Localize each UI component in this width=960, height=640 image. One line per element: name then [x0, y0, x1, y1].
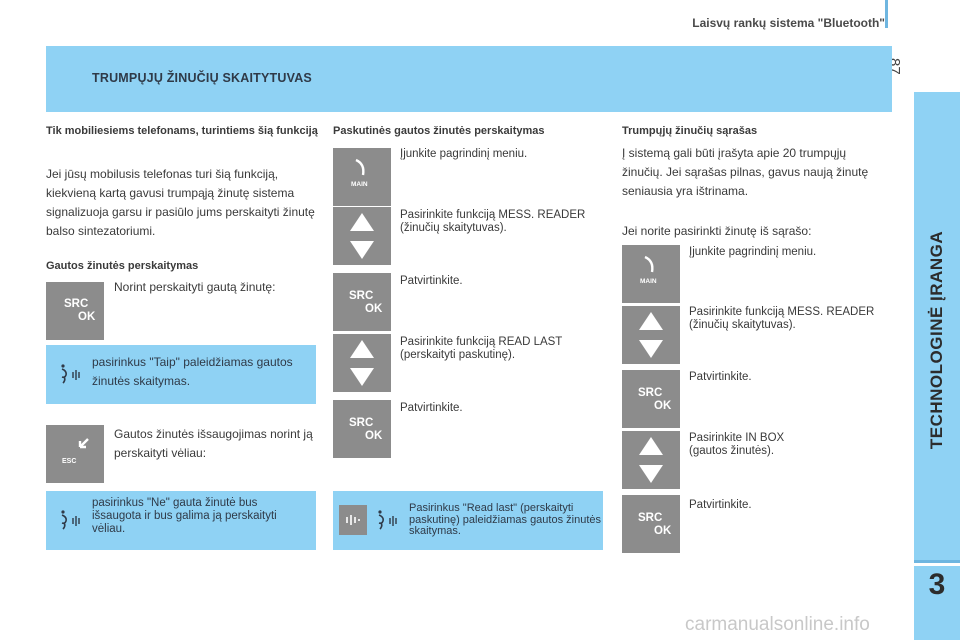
chapter-number-box: 3: [914, 566, 960, 640]
ok-label: OK: [654, 400, 672, 412]
voice-command-icon: [378, 510, 397, 530]
col3-step-2: Pasirinkite funkciją MESS. READER (žinuč…: [689, 306, 875, 331]
arrow-down-icon: [639, 465, 663, 483]
src-label: SRC: [349, 417, 374, 429]
up-down-button: [622, 306, 680, 364]
ok-label: OK: [78, 311, 96, 323]
main-menu-icon: [355, 158, 365, 176]
up-down-button: [622, 431, 680, 489]
src-ok-button: SRC OK: [622, 370, 680, 428]
src-ok-button: SRC OK: [622, 495, 680, 553]
src-label: SRC: [349, 290, 374, 302]
col1-read-prompt: Norint perskaityti gautą žinutę:: [114, 280, 276, 294]
src-ok-button: SRC OK: [46, 282, 104, 340]
col1-heading: Tik mobiliesiems telefonams, turintiems …: [46, 125, 318, 137]
col2-step-2: Pasirinkite funkciją MESS. READER (žinuč…: [400, 209, 586, 234]
note-read-no-text: pasirinkus "Ne" gauta žinutė bus išsaugo…: [92, 497, 277, 535]
chapter-number: 3: [928, 568, 946, 601]
header-rule: [885, 0, 888, 28]
note-read-yes-text: pasirinkus "Taip" paleidžiamas gautos ži…: [92, 355, 293, 388]
up-down-button: [333, 334, 391, 392]
col2-step-5: Patvirtinkite.: [400, 402, 463, 414]
section-title: TRUMPŲJŲ ŽINUČIŲ SKAITYTUVAS: [92, 71, 312, 85]
col3-heading: Trumpųjų žinučių sąrašas: [622, 125, 758, 137]
ok-label: OK: [365, 303, 383, 315]
esc-button: ESC: [46, 425, 104, 483]
arrow-down-icon: [350, 368, 374, 386]
return-arrow-icon: [78, 438, 89, 449]
col3-step-3: Patvirtinkite.: [689, 371, 752, 383]
main-label: MAIN: [640, 278, 657, 285]
main-label: MAIN: [351, 181, 368, 188]
voice-wave-icon: [346, 515, 360, 525]
src-ok-button: SRC OK: [333, 400, 391, 458]
watermark: carmanualsonline.info: [685, 614, 870, 635]
header-title: Laisvų rankų sistema "Bluetooth": [692, 16, 885, 30]
section-banner: TRUMPŲJŲ ŽINUČIŲ SKAITYTUVAS: [46, 46, 892, 112]
col1-intro: Jei jūsų mobilusis telefonas turi šią fu…: [46, 167, 315, 238]
arrow-up-icon: [639, 437, 663, 455]
arrow-down-icon: [350, 241, 374, 259]
up-down-button: [333, 207, 391, 265]
src-label: SRC: [64, 298, 89, 310]
note-read-last: Pasirinkus "Read last" (perskaityti pask…: [333, 491, 603, 550]
arrow-up-icon: [639, 312, 663, 330]
src-label: SRC: [638, 387, 663, 399]
esc-label: ESC: [62, 458, 77, 465]
col3-step-1: Įjunkite pagrindinį meniu.: [689, 246, 817, 258]
voice-command-icon: [61, 364, 80, 384]
arrow-up-icon: [350, 340, 374, 358]
src-label: SRC: [638, 512, 663, 524]
side-rule: [914, 560, 960, 563]
main-menu-icon: [644, 255, 654, 273]
main-button: MAIN: [333, 148, 391, 206]
note-read-no: pasirinkus "Ne" gauta žinutė bus išsaugo…: [46, 491, 316, 550]
col2-step-3: Patvirtinkite.: [400, 275, 463, 287]
col3-intro: Į sistemą gali būti įrašyta apie 20 trum…: [622, 146, 869, 198]
chapter-title: TECHNOLOGINĖ ĮRANGA: [927, 230, 946, 450]
col1-subheading: Gautos žinutės perskaitymas: [46, 260, 199, 272]
arrow-up-icon: [350, 213, 374, 231]
note-read-yes: pasirinkus "Taip" paleidžiamas gautos ži…: [46, 345, 316, 404]
col2-step-4: Pasirinkite funkciją READ LAST (perskait…: [400, 336, 563, 361]
ok-label: OK: [654, 525, 672, 537]
chapter-side-tab: [914, 92, 960, 560]
ok-label: OK: [365, 430, 383, 442]
src-ok-button: SRC OK: [333, 273, 391, 331]
col2-step-1: Įjunkite pagrindinį meniu.: [400, 148, 528, 160]
col3-step-4: Pasirinkite IN BOX (gautos žinutės).: [689, 432, 785, 457]
col2-heading: Paskutinės gautos žinutės perskaitymas: [333, 125, 545, 137]
note-read-last-text: Pasirinkus "Read last" (perskaityti pask…: [409, 502, 602, 537]
arrow-down-icon: [639, 340, 663, 358]
col3-prompt: Jei norite pasirinkti žinutę iš sąrašo:: [622, 224, 812, 238]
voice-button: [339, 505, 367, 535]
col3-step-5: Patvirtinkite.: [689, 499, 752, 511]
voice-command-icon: [61, 510, 80, 530]
main-button: MAIN: [622, 245, 680, 303]
col1-save-prompt: Gautos žinutės išsaugojimas norint ją pe…: [114, 427, 313, 460]
